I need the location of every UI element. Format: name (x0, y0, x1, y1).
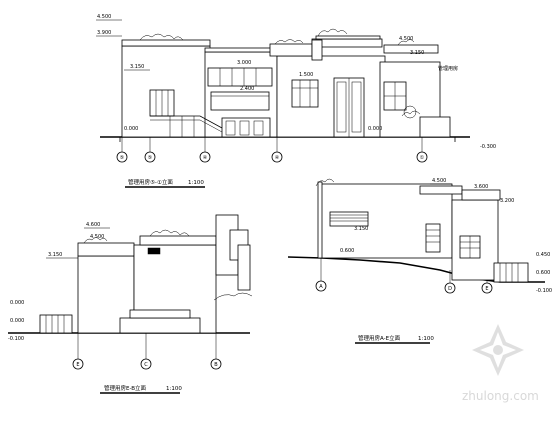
axis-label: E (485, 286, 488, 292)
elevation-scale: 1:100 (188, 180, 204, 186)
axis-label: C (144, 362, 148, 368)
level-mark: 0.600 (340, 248, 354, 254)
level-mark: 4.500 (432, 178, 446, 184)
elevation-1: 4.500 3.900 3.150 3.000 2.400 1.500 0.00… (96, 14, 496, 188)
level-mark: -0.100 (536, 288, 552, 294)
axis-bubbles-1: ⑤ ⑤ ④ ④ ① (116, 137, 428, 163)
watermark: zhulong.com (462, 324, 539, 403)
axis-bubbles-3: A D E (315, 258, 493, 294)
level-mark: 0.000 (368, 126, 382, 132)
axis-label: ⑤ (120, 155, 124, 161)
level-mark: 4.500 (90, 234, 104, 240)
level-mark: 3.150 (48, 252, 62, 258)
level-mark: -0.100 (8, 336, 24, 342)
level-mark: 3.600 (474, 184, 488, 190)
level-mark: 0.000 (10, 318, 24, 324)
axis-label: ⑤ (148, 155, 152, 161)
watermark-logo-icon (472, 324, 524, 376)
axis-bubbles-2: E C B (72, 333, 222, 370)
level-mark: 3.000 (237, 60, 251, 66)
elevation-title: 管理用房⑤-①立面 (128, 178, 173, 186)
elevation-scale: 1:100 (166, 386, 182, 392)
level-marks-2: 4.600 4.500 3.150 0.000 0.000 -0.100 (8, 222, 110, 342)
elevation-scale: 1:100 (418, 336, 434, 342)
level-mark: 3.200 (500, 198, 514, 204)
level-mark: 4.500 (97, 14, 111, 20)
level-mark: 4.600 (86, 222, 100, 228)
level-marks-3: 4.500 3.600 3.200 3.150 0.600 0.450 0.60… (340, 178, 552, 294)
level-mark: 3.150 (130, 64, 144, 70)
axis-label: B (214, 362, 218, 368)
level-mark: 0.450 (536, 252, 550, 258)
axis-label: D (448, 286, 452, 292)
level-marks-1: 4.500 3.900 3.150 3.000 2.400 1.500 0.00… (96, 14, 496, 150)
level-mark: 3.900 (97, 30, 111, 36)
axis-label: E (76, 362, 79, 368)
elevation-3: 4.500 3.600 3.200 3.150 0.600 0.450 0.60… (287, 178, 552, 344)
axis-label: ④ (203, 155, 208, 161)
axis-label: ④ (275, 155, 280, 161)
level-mark: 0.000 (10, 300, 24, 306)
level-mark: 2.400 (240, 86, 254, 92)
level-mark: 4.500 (399, 36, 413, 42)
level-mark: 0.600 (536, 270, 550, 276)
elevation-title: 管理用房E-B立面 (104, 384, 147, 392)
level-mark: 0.000 (124, 126, 138, 132)
elevation-2: 4.600 4.500 3.150 0.000 0.000 -0.100 E C… (8, 214, 253, 394)
watermark-text: zhulong.com (462, 389, 539, 403)
level-mark: 1.500 (299, 72, 313, 78)
annotation-note: 管理用房 (438, 65, 458, 72)
level-mark: 3.150 (410, 50, 424, 56)
level-mark: 3.150 (354, 226, 368, 232)
elevation-title: 管理用房A-E立面 (358, 334, 401, 342)
axis-label: ① (420, 155, 425, 161)
level-mark: -0.300 (480, 144, 496, 150)
axis-label: A (319, 284, 323, 290)
